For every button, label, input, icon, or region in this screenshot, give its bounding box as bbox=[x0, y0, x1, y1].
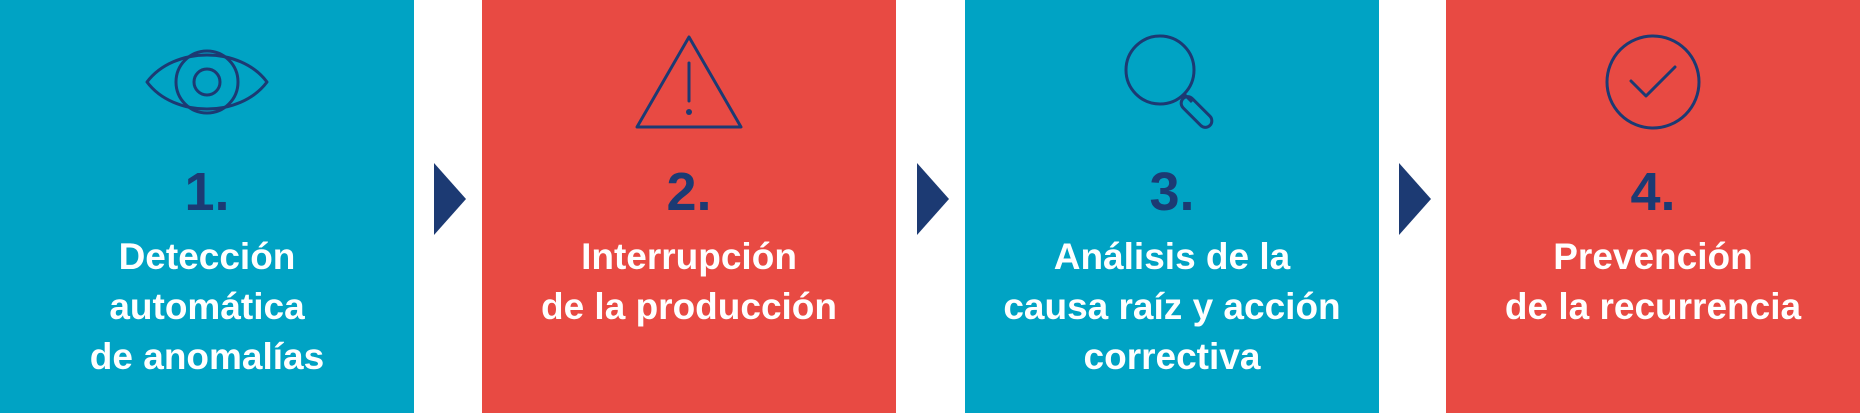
step-4-panel: 4. Prevención de la recurrencia bbox=[1446, 0, 1860, 413]
step-label: Análisis de la causa raíz y acción corre… bbox=[975, 232, 1369, 382]
step-number: 2. bbox=[666, 162, 712, 222]
step-label-line: de la recurrencia bbox=[1504, 286, 1802, 327]
step-1-panel: 1. Detección automática de anomalías bbox=[0, 0, 414, 413]
step-label: Detección automática de anomalías bbox=[10, 232, 404, 382]
eye-icon bbox=[0, 30, 414, 134]
step-number: 3. bbox=[1149, 162, 1195, 222]
warning-triangle-icon bbox=[482, 30, 896, 134]
step-label-line: Análisis de la bbox=[1053, 236, 1291, 277]
step-label-line: correctiva bbox=[1083, 336, 1261, 377]
step-label-line: de la producción bbox=[540, 286, 838, 327]
step-number: 4. bbox=[1630, 162, 1676, 222]
step-label-line: Prevención bbox=[1553, 236, 1753, 277]
step-2-panel: 2. Interrupción de la producción bbox=[482, 0, 896, 413]
checkmark-circle-icon bbox=[1446, 30, 1860, 134]
arrow-right-icon bbox=[917, 163, 949, 235]
step-number: 1. bbox=[184, 162, 230, 222]
step-label-line: Interrupción bbox=[581, 236, 797, 277]
step-label-line: causa raíz y acción bbox=[1003, 286, 1341, 327]
arrow-right-icon bbox=[1399, 163, 1431, 235]
step-3-panel: 3. Análisis de la causa raíz y acción co… bbox=[965, 0, 1379, 413]
step-label: Prevención de la recurrencia bbox=[1456, 232, 1850, 332]
arrow-right-icon bbox=[434, 163, 466, 235]
step-label: Interrupción de la producción bbox=[492, 232, 886, 332]
magnifying-glass-icon bbox=[965, 30, 1379, 134]
step-label-line: automática bbox=[109, 286, 305, 327]
step-label-line: de anomalías bbox=[89, 336, 325, 377]
step-label-line: Detección bbox=[118, 236, 296, 277]
